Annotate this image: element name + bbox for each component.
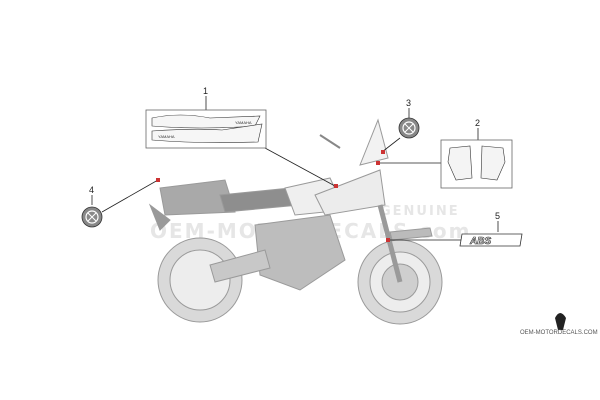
callout-2: 2 — [475, 118, 480, 128]
part-1-decal-box: YAMAHA YAMAHA — [145, 109, 267, 149]
callout-1: 1 — [203, 86, 208, 96]
abs-text: ABS — [469, 236, 491, 247]
motorcycle-illustration — [148, 118, 443, 325]
mirror — [319, 134, 341, 149]
emblem-3-mark — [404, 123, 414, 133]
panel-decal-right — [480, 145, 506, 181]
engine — [254, 214, 346, 291]
part-3-emblem — [398, 117, 420, 139]
callout-4: 4 — [89, 185, 94, 195]
swingarm — [209, 249, 271, 283]
front-fender — [389, 227, 433, 241]
marker-5 — [386, 238, 390, 242]
toucan-logo-icon — [555, 313, 566, 330]
windscreen — [359, 118, 389, 166]
part-5-abs-decal: ABS — [459, 233, 523, 247]
part-4-emblem — [81, 206, 103, 228]
marker-3 — [381, 150, 385, 154]
brand-text-b: YAMAHA — [158, 134, 175, 139]
rear-light — [148, 203, 171, 231]
watermark-genuine: GENUINE — [380, 204, 460, 219]
marker-2 — [376, 161, 380, 165]
site-credit-text: OEM-MOTORDECALS.COM — [520, 330, 598, 336]
marker-1 — [334, 184, 338, 188]
emblem-4-mark — [87, 212, 97, 222]
callout-3: 3 — [406, 98, 411, 108]
leader-1 — [264, 147, 336, 187]
brand-text-a: YAMAHA — [235, 120, 252, 125]
abs-decal-outline — [459, 233, 523, 247]
rear-luggage-box — [159, 179, 236, 216]
site-logo — [555, 313, 566, 330]
part-2-decal-box — [440, 139, 513, 189]
side-decal-lower — [151, 123, 263, 143]
leader-lines — [91, 96, 499, 241]
attachment-markers — [156, 150, 390, 242]
callout-5: 5 — [495, 211, 500, 221]
front-fork — [377, 204, 403, 283]
leader-3 — [381, 137, 401, 153]
emblem-4-ring — [85, 210, 99, 224]
leader-4 — [101, 179, 159, 213]
marker-4 — [156, 178, 160, 182]
fairing — [314, 169, 386, 216]
emblem-3-ring — [402, 121, 416, 135]
panel-decal-left — [447, 145, 473, 181]
